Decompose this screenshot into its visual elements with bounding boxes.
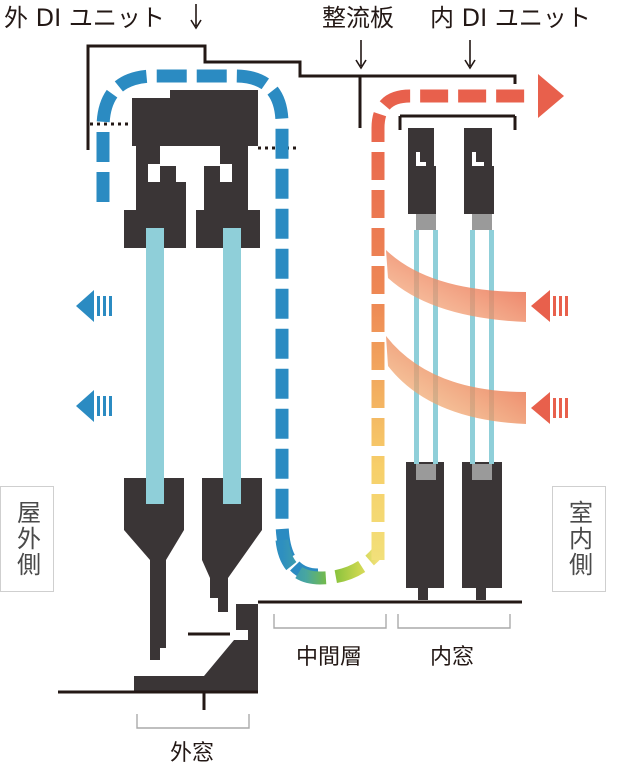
- outer-glass-left: [146, 228, 164, 504]
- outdoor-exhaust-arrow-icon: [76, 290, 112, 322]
- indoor-side-label: 室内側: [564, 500, 593, 578]
- indoor-side-box: 室内側: [552, 486, 606, 592]
- sill-lines: [58, 600, 522, 710]
- inner-spacer-bottom-right: [472, 464, 492, 480]
- outdoor-side-box: 屋外側: [0, 486, 54, 592]
- inner-spacer-top-left: [416, 214, 436, 230]
- rectifier-plate: [358, 74, 517, 130]
- inner-di-unit-pointer: [464, 40, 476, 70]
- inner-window-label: 内窓: [430, 645, 474, 670]
- indoor-air-stream-upper: [386, 250, 526, 322]
- indoor-air-stream-lower: [386, 336, 526, 424]
- outdoor-exhaust-arrow-icon: [76, 390, 112, 422]
- rectifier-pointer: [355, 40, 367, 70]
- outer-window-frame: [124, 90, 262, 692]
- inner-window-frame: [406, 128, 502, 600]
- middle-airflow-path: [275, 539, 383, 585]
- middle-layer-label: 中間層: [296, 645, 362, 670]
- outer-di-unit-label: 外 DI ユニット: [4, 4, 165, 32]
- inner-spacer-top-right: [472, 214, 492, 230]
- inner-airflow-path: [371, 89, 530, 560]
- outer-di-unit-pointer: [190, 4, 202, 30]
- inner-spacer-bottom-left: [416, 464, 436, 480]
- indoor-intake-arrow-icon: [531, 392, 568, 424]
- indoor-intake-arrow-icon: [531, 290, 568, 322]
- outer-glass-right: [223, 228, 241, 504]
- inner-glass: [414, 230, 494, 464]
- inner-di-unit-label: 内 DI ユニット: [430, 4, 591, 32]
- outdoor-side-label: 屋外側: [12, 500, 41, 578]
- middle-layer-bracket: [273, 614, 387, 629]
- inner-window-bracket: [397, 614, 511, 629]
- outer-window-label: 外窓: [170, 741, 214, 766]
- rectifier-label: 整流板: [322, 4, 394, 32]
- outer-window-bracket: [136, 714, 250, 729]
- exhaust-arrow-icon: [538, 74, 564, 118]
